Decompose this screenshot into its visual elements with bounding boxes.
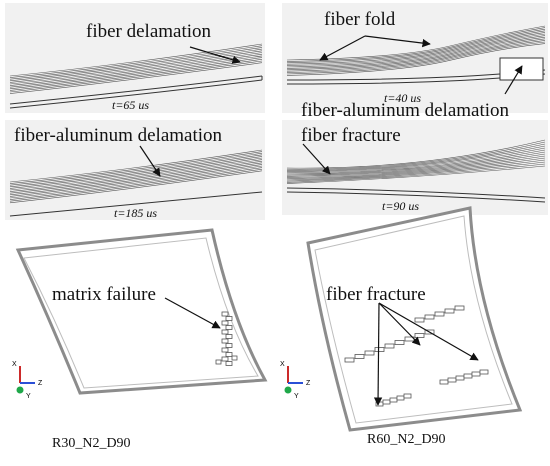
shell-left [15, 228, 268, 395]
laminate-top-left [9, 43, 263, 109]
laminate-mid-right [286, 139, 546, 203]
label-fiber-fracture-bottom: fiber fracture [326, 284, 426, 305]
case-label-r30: R30_N2_D90 [52, 436, 131, 451]
arrow-fiber-fold-2 [364, 35, 431, 48]
axis-x-label-left: X [12, 361, 17, 368]
case-label-r60: R60_N2_D90 [367, 432, 446, 447]
arrow-fiber-delamation [189, 46, 241, 64]
shell-right [306, 206, 523, 432]
arrow-fiber-fracture-3 [378, 302, 479, 361]
time-65us: t=65 us [112, 98, 150, 112]
arrow-fiber-fracture-mid [302, 143, 331, 175]
label-matrix-failure: matrix failure [52, 284, 156, 305]
label-fiber-delamation: fiber delamation [86, 21, 212, 42]
axis-y-label-left: Y [26, 393, 31, 400]
label-fiber-fracture-mid: fiber fracture [301, 125, 401, 146]
arrow-fiber-fracture-1 [373, 302, 383, 406]
arrow-fiber-fracture-2 [378, 302, 421, 346]
laminate-top-right [286, 25, 546, 85]
axis-y-label-right: Y [294, 393, 299, 400]
time-40us: t=40 us [384, 91, 422, 105]
axis-triad-left: X Z Y [12, 361, 43, 400]
axis-triad-right: X Z Y [280, 361, 311, 400]
label-fiber-aluminum-delamation-mid: fiber-aluminum delamation [14, 125, 223, 146]
arrow-fiber-aluminum-delamation-top [504, 65, 523, 95]
axis-z-label-right: Z [306, 380, 311, 387]
arrow-matrix-failure [164, 297, 221, 329]
label-fiber-aluminum-delamation-top: fiber-aluminum delamation [301, 100, 510, 121]
time-185us: t=185 us [114, 206, 158, 220]
axis-x-label-right: X [280, 361, 285, 368]
arrow-fiber-aluminum-delamation-mid [139, 145, 161, 177]
time-90us: t=90 us [382, 199, 420, 213]
arrow-fiber-fold-1 [319, 35, 366, 61]
laminate-mid-left [9, 149, 263, 217]
axis-z-label-left: Z [38, 380, 43, 387]
label-fiber-fold: fiber fold [324, 9, 396, 30]
